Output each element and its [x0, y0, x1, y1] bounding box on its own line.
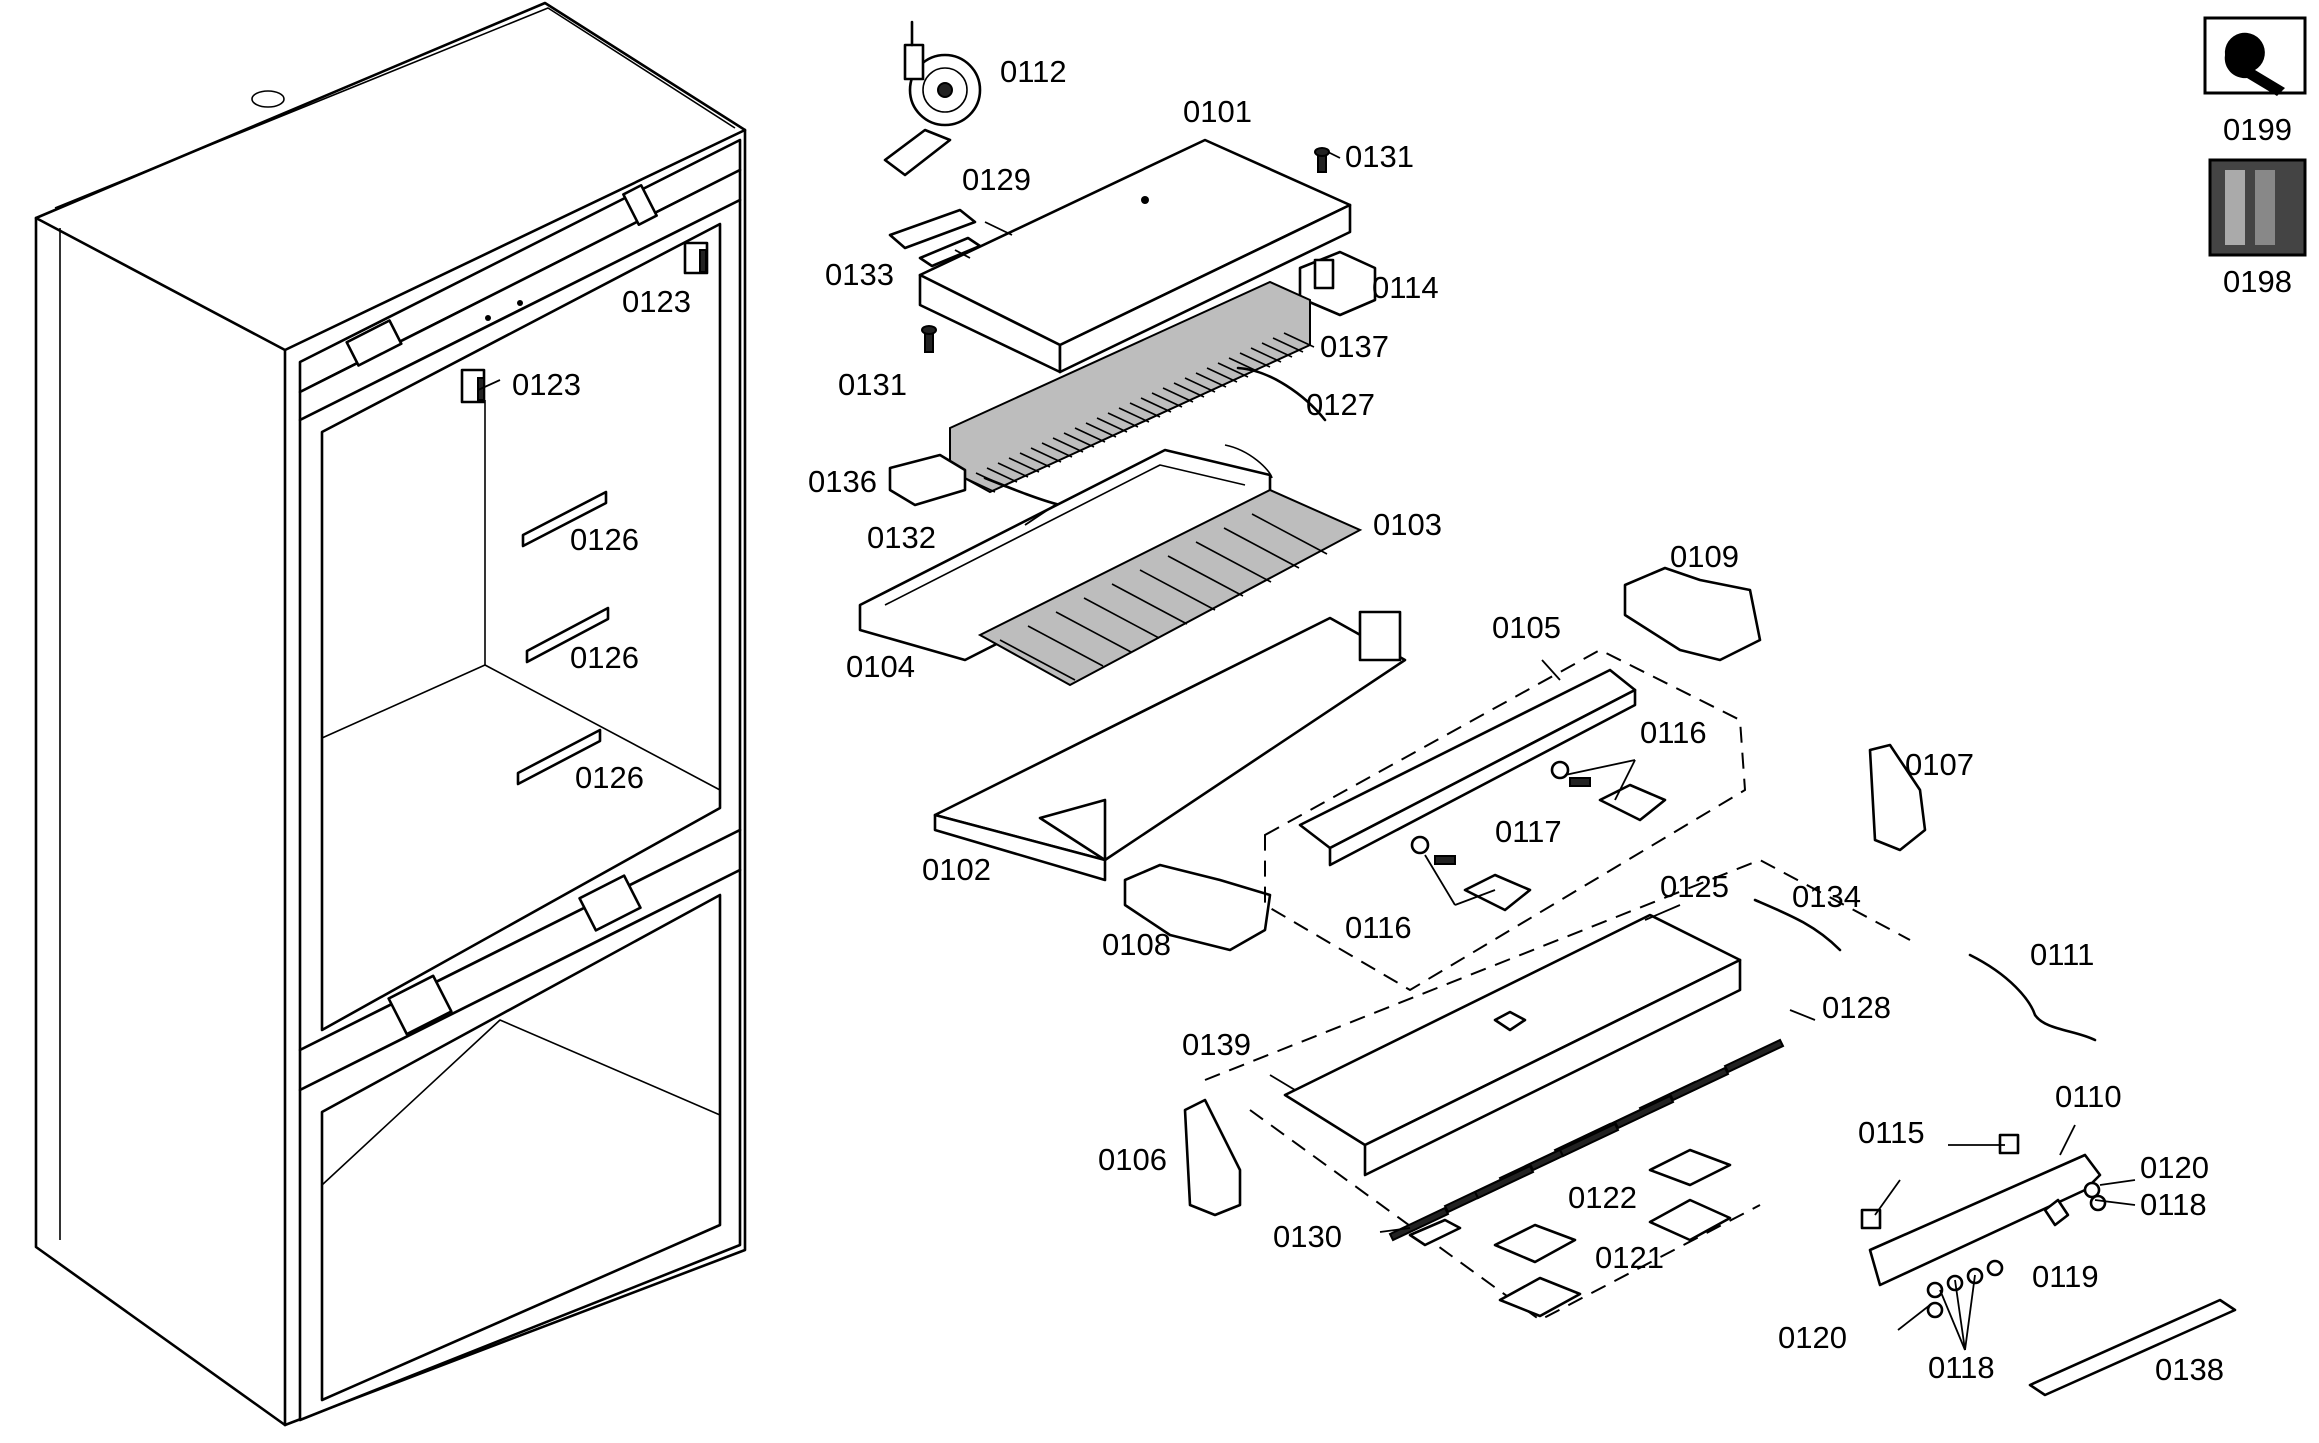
callout-0102: 0102 [922, 852, 991, 887]
housing-0125 [1283, 913, 1742, 1177]
callout-0139: 0139 [1182, 1027, 1251, 1062]
callout-0129: 0129 [962, 162, 1031, 197]
callout-0118: 0118 [1928, 1350, 1995, 1385]
panel-0105 [1298, 668, 1637, 867]
bracket-0133 [918, 236, 982, 268]
wire-0132 [983, 476, 1062, 507]
callout-0122: 0122 [1568, 1180, 1637, 1215]
callout-0112: 0112 [1000, 54, 1067, 89]
bracket-0129 [888, 208, 977, 250]
part-0130 [1408, 1218, 1462, 1247]
pad-0121a [1493, 1223, 1577, 1264]
bracket-0107 [1868, 743, 1927, 852]
cover-0101 [918, 138, 1352, 374]
callout-0121: 0121 [1595, 1240, 1664, 1275]
mount-0116-upper [1550, 760, 1667, 822]
wrench-icon [2203, 16, 2307, 96]
callout-0131: 0131 [838, 367, 907, 402]
callout-0114: 0114 [1372, 270, 1439, 305]
callout-0116: 0116 [1640, 715, 1707, 750]
callout-0137: 0137 [1320, 329, 1389, 364]
callout-0126: 0126 [570, 522, 639, 557]
callout-0117: 0117 [1495, 814, 1562, 849]
callout-0198: 0198 [2223, 264, 2292, 299]
screw-0131-lower [921, 325, 937, 353]
callout-0119: 0119 [2032, 1259, 2099, 1294]
part-0136 [888, 453, 967, 507]
callout-0106: 0106 [1098, 1142, 1167, 1177]
callout-0125: 0125 [1660, 869, 1729, 904]
vent-0128 [1388, 1038, 1785, 1242]
callout-0115: 0115 [1858, 1115, 1925, 1150]
duct-0102 [933, 610, 1407, 882]
part-0114 [1298, 250, 1377, 317]
callout-0109: 0109 [1670, 539, 1739, 574]
callout-0127: 0127 [1306, 387, 1375, 422]
callout-0134: 0134 [1792, 879, 1861, 914]
rail-0126-b [525, 606, 610, 664]
callout-0101: 0101 [1183, 94, 1252, 129]
callout-0136: 0136 [808, 464, 877, 499]
callout-0105: 0105 [1492, 610, 1561, 645]
callout-0111: 0111 [2030, 937, 2094, 972]
nameplate-0138 [2028, 1298, 2237, 1397]
callout-0104: 0104 [846, 649, 915, 684]
pad-0121b [1498, 1276, 1582, 1318]
callout-0107: 0107 [1905, 747, 1974, 782]
fan-0112 [883, 20, 982, 177]
nuts-0118-0120 [1926, 1181, 2107, 1319]
pad-0122a [1648, 1148, 1732, 1187]
rail-0126-a [521, 490, 608, 548]
wire-0134 [1753, 898, 1842, 952]
callout-0108: 0108 [1102, 927, 1171, 962]
mount-0116-lower [1410, 835, 1532, 912]
callout-0118: 0118 [2140, 1187, 2207, 1222]
wire-0127 [1236, 366, 1327, 422]
callout-0123: 0123 [512, 367, 581, 402]
callout-0130: 0130 [1273, 1219, 1342, 1254]
clip-0123-upper [683, 241, 709, 275]
callout-0138: 0138 [2155, 1352, 2224, 1387]
callout-0133: 0133 [825, 257, 894, 292]
callout-0126: 0126 [570, 640, 639, 675]
manual-icon [2208, 158, 2307, 257]
housing-outline [1264, 648, 1747, 992]
leader-lines [477, 151, 2136, 1351]
wire-0111 [1968, 953, 2097, 1042]
knob-0115a [1998, 1133, 2020, 1155]
callout-0103: 0103 [1373, 507, 1442, 542]
callout-0123: 0123 [622, 284, 691, 319]
cabinet-body [34, 1, 747, 1427]
callout-0110: 0110 [2055, 1079, 2122, 1114]
callout-0120: 0120 [2140, 1150, 2209, 1185]
bracket-0108 [1123, 863, 1272, 952]
pad-0122b [1648, 1198, 1732, 1242]
part-0119 [2043, 1198, 2070, 1227]
bracket-0109 [1623, 566, 1762, 662]
callout-0199: 0199 [2223, 112, 2292, 147]
bracket-0106 [1183, 1098, 1242, 1217]
rail-0126-c [516, 728, 602, 786]
clip-0123-lower [460, 368, 486, 404]
heater-0103 [977, 488, 1363, 687]
callout-0120: 0120 [1778, 1320, 1847, 1355]
screw-0131-upper [1314, 147, 1330, 173]
callout-0132: 0132 [867, 520, 936, 555]
callout-0131: 0131 [1345, 139, 1414, 174]
callout-labels: 0112 0101 0131 0129 0133 0114 0137 0131 … [512, 54, 2292, 1387]
callout-0126: 0126 [575, 760, 644, 795]
callout-0116: 0116 [1345, 910, 1412, 945]
callout-0128: 0128 [1822, 990, 1891, 1025]
